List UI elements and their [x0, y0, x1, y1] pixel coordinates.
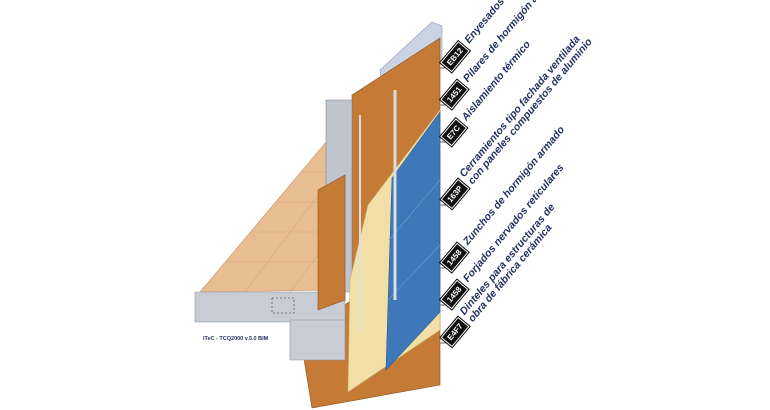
slab-rib: [271, 297, 295, 314]
credit-text: ITeC - TCQ2000 v.5.0 BIM: [203, 336, 269, 342]
edge-beam: [289, 319, 346, 361]
aluminium-panel: [385, 111, 441, 371]
lintel: [317, 174, 346, 311]
